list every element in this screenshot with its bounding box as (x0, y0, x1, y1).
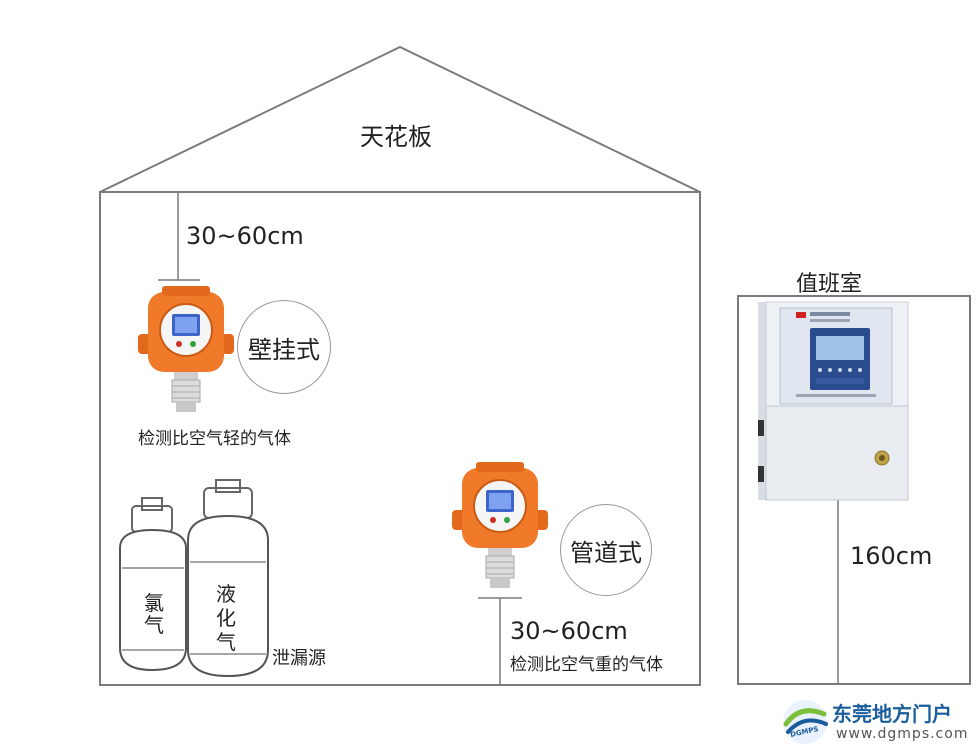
duty-room-box (737, 295, 971, 685)
wall-mount-type-label: 壁挂式 (248, 335, 320, 364)
wall-mount-detector (138, 286, 234, 412)
duty-room-label: 值班室 (796, 272, 863, 297)
house-body (99, 191, 701, 686)
watermark: DGMPS 东莞地方门户 www.dgmps.com (780, 696, 976, 748)
controller-height-label: 160cm (850, 542, 933, 570)
pipe-type-label: 管道式 (570, 538, 642, 567)
pipe-distance: 30~60cm (510, 617, 628, 645)
pipe-detector (452, 462, 548, 588)
gas-cylinders (119, 479, 269, 678)
watermark-logo-icon (783, 700, 828, 744)
pipe-note: 检测比空气重的气体 (510, 655, 663, 675)
lpg-label: 液 化 气 (216, 582, 236, 654)
wall-mount-note: 检测比空气轻的气体 (138, 429, 291, 449)
wall-mount-distance: 30~60cm (186, 222, 304, 250)
house-roof (99, 45, 701, 193)
alarm-controller (758, 301, 909, 501)
chlorine-cylinder (119, 497, 187, 672)
ceiling-label: 天花板 (360, 123, 432, 151)
chlorine-label: 氯 气 (144, 591, 164, 637)
leak-source-label: 泄漏源 (272, 648, 326, 669)
wall-mount-type-tag: 壁挂式 (237, 300, 331, 394)
watermark-url: www.dgmps.com (836, 726, 969, 742)
lpg-cylinder (187, 479, 269, 678)
watermark-name: 东莞地方门户 (832, 702, 952, 726)
pipe-type-tag: 管道式 (560, 504, 652, 596)
